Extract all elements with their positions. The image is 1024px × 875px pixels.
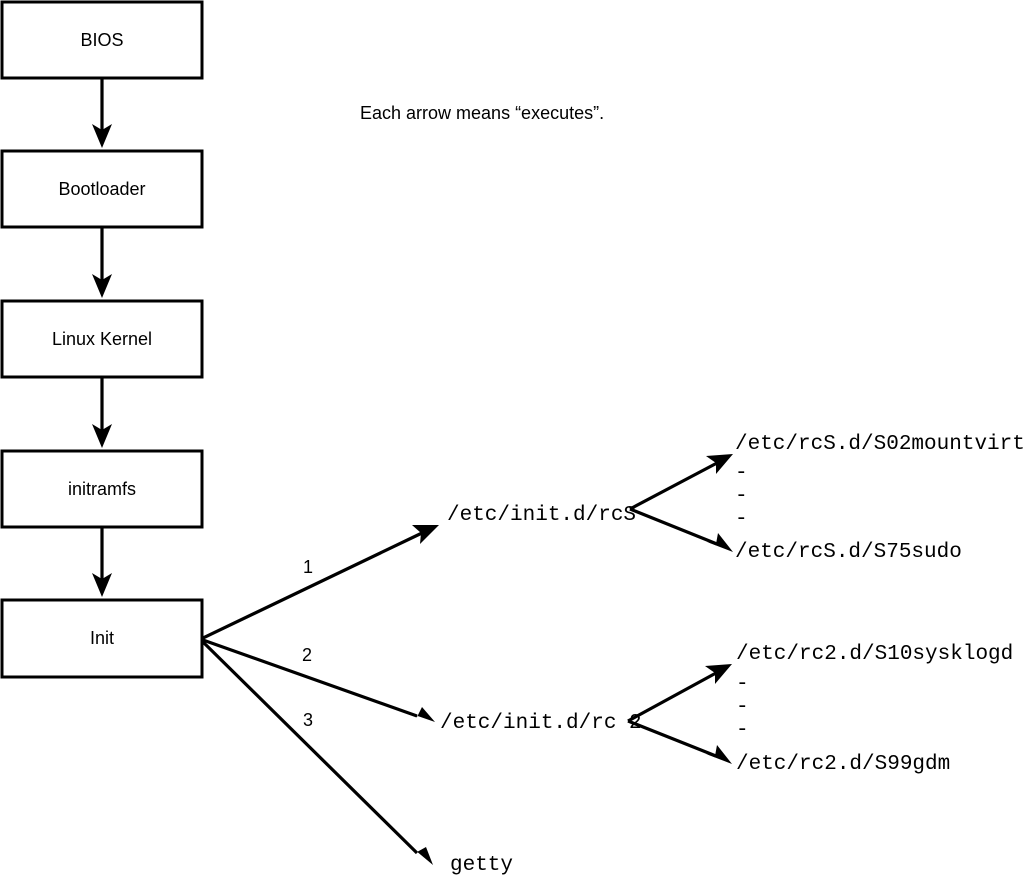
rc2-last-label: /etc/rc2.d/S99gdm	[736, 753, 950, 776]
node-bootloader-label: Bootloader	[58, 179, 145, 199]
arrowhead-down	[92, 124, 112, 148]
rcS-first-label: /etc/rcS.d/S02mountvirtfs	[735, 433, 1024, 456]
node-linux-kernel-rect	[0, 299, 204, 379]
ellipsis-dot: -	[735, 485, 748, 508]
arrowhead-down	[92, 573, 112, 597]
branch-2-number: 2	[302, 645, 312, 665]
rc2-sub-branch: /etc/rc2.d/S10sysklogd /etc/rc2.d/S99gdm…	[627, 643, 1013, 776]
ellipsis-dot: -	[736, 696, 749, 719]
arrow-kernel-to-initramfs	[92, 378, 112, 448]
rc2-arrow-first: /etc/rc2.d/S10sysklogd	[627, 643, 1013, 723]
node-initramfs[interactable]: initramfs	[0, 449, 204, 529]
node-init[interactable]: Init	[0, 598, 204, 679]
ellipsis-dot: -	[736, 719, 749, 742]
rc2-ellipsis: - - -	[736, 673, 749, 742]
node-init-label: Init	[90, 628, 114, 648]
rcS-last-label: /etc/rcS.d/S75sudo	[735, 541, 962, 564]
init-branch-arrows: 1 /etc/init.d/rcS 2 /etc/init.d/rc 2 3 g…	[201, 504, 642, 875]
node-initramfs-label: initramfs	[68, 479, 136, 499]
diagram-caption: Each arrow means “executes”.	[360, 103, 604, 123]
arrowhead-rc2-last	[706, 745, 732, 764]
arrowhead-branch-2	[409, 707, 435, 722]
node-init-rect	[0, 598, 204, 679]
arrow-initramfs-to-init	[92, 528, 112, 597]
arrowhead-branch-1	[412, 525, 439, 544]
branch-1-target-label: /etc/init.d/rcS	[447, 504, 636, 527]
ellipsis-dot: -	[736, 673, 749, 696]
boot-chain-boxes: BIOS Bootloader Linux Kernel initramfs I…	[0, 0, 204, 679]
rcS-arrow-last: /etc/rcS.d/S75sudo	[629, 507, 962, 564]
node-bootloader-rect	[0, 149, 204, 229]
node-bios[interactable]: BIOS	[0, 0, 204, 80]
branch-3-number: 3	[303, 710, 313, 730]
rcS-ellipsis: - - -	[735, 462, 748, 531]
branch-3-target-label: getty	[450, 854, 513, 875]
arrow-bootloader-to-kernel	[92, 228, 112, 298]
arrowhead-branch-3	[409, 845, 433, 865]
rc2-arrow-last: /etc/rc2.d/S99gdm	[627, 719, 950, 776]
rc2-first-label: /etc/rc2.d/S10sysklogd	[736, 643, 1013, 666]
arrowhead-down	[92, 274, 112, 298]
boot-chain-arrows	[92, 78, 112, 597]
arrowhead-rc2-first	[705, 664, 732, 684]
branch-arrow-2: 2 /etc/init.d/rc 2	[202, 638, 642, 735]
node-bootloader[interactable]: Bootloader	[0, 149, 204, 229]
node-bios-label: BIOS	[80, 30, 123, 50]
node-bios-rect	[0, 0, 204, 80]
node-linux-kernel[interactable]: Linux Kernel	[0, 299, 204, 379]
arrow-bios-to-bootloader	[92, 78, 112, 148]
arrowhead-down	[92, 424, 112, 448]
node-initramfs-rect	[0, 449, 204, 529]
branch-arrow-3: 3 getty	[201, 640, 513, 875]
ellipsis-dot: -	[735, 462, 748, 485]
arrowhead-rcS-first	[706, 454, 733, 474]
ellipsis-dot: -	[735, 508, 748, 531]
node-linux-kernel-label: Linux Kernel	[52, 329, 152, 349]
branch-arrow-1: 1 /etc/init.d/rcS	[202, 504, 636, 640]
branch-1-number: 1	[303, 557, 313, 577]
arrowhead-rcS-last	[707, 533, 733, 552]
branch-2-target-label: /etc/init.d/rc 2	[440, 712, 642, 735]
rcS-sub-branch: /etc/rcS.d/S02mountvirtfs /etc/rcS.d/S75…	[629, 433, 1024, 564]
rcS-arrow-first: /etc/rcS.d/S02mountvirtfs	[629, 433, 1024, 511]
